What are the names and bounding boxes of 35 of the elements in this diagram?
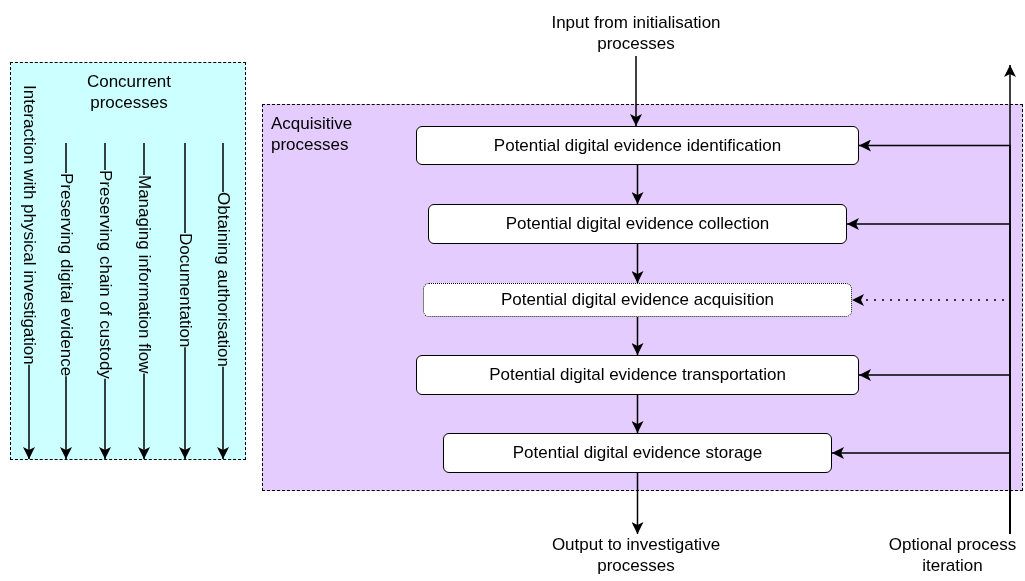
vertical-label: Managing information flow: [135, 175, 153, 374]
connector-line: [143, 142, 145, 176]
flow-label: Input from initialisation processes: [526, 12, 746, 56]
arrow: [630, 55, 642, 127]
arrow: [99, 378, 111, 460]
arrow: [60, 375, 72, 460]
arrow: [217, 366, 229, 460]
vertical-label: Preserving digital evidence: [57, 173, 75, 377]
arrow: [631, 316, 644, 356]
process-box: Potential digital evidence transportation: [416, 355, 859, 395]
panel-heading: Concurrent processes: [85, 71, 173, 114]
arrow: [138, 372, 150, 460]
dashed-panel: [10, 62, 246, 460]
flow-label: Output to investigative processes: [516, 534, 756, 578]
process-box: Potential digital evidence identification: [416, 126, 859, 165]
connector-line: [65, 142, 67, 174]
arrow: [631, 394, 644, 434]
dashed-panel: [262, 104, 1023, 491]
process-box: Potential digital evidence storage: [443, 433, 832, 473]
vertical-label: Obtaining authorisation: [214, 192, 232, 367]
arrow: [23, 363, 35, 460]
arrow: [631, 472, 644, 535]
connector-line: [222, 142, 224, 193]
arrow: [179, 346, 191, 460]
arrow: [631, 243, 644, 284]
panel-heading: Acquisitive processes: [271, 113, 354, 156]
vertical-label: Interaction with physical investigation: [20, 85, 38, 365]
arrow: [631, 164, 644, 205]
process-box: Potential digital evidence collection: [428, 204, 847, 244]
process-box: Potential digital evidence acquisition: [423, 283, 852, 317]
vertical-label: Documentation: [176, 233, 194, 348]
connector-line: [104, 142, 106, 171]
connector-line: [184, 142, 186, 234]
vertical-label: Preserving chain of custody: [96, 170, 114, 379]
flow-label: Optional process iteration: [880, 534, 1025, 578]
